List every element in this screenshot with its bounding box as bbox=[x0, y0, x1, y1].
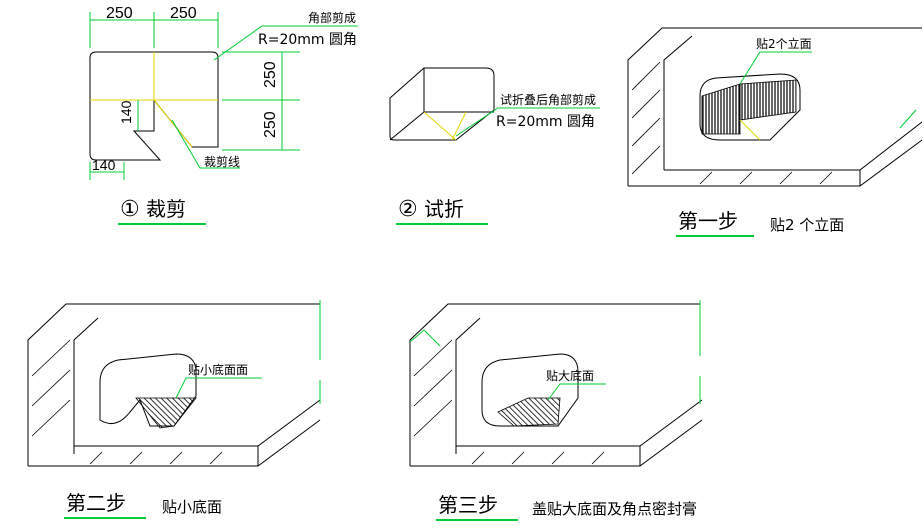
diagram-test-fold: 试折叠后角部剪成 R=20mm 圆角 ② 试折 bbox=[389, 67, 600, 225]
diagram-step-3: 贴大底面 第三步 盖贴大底面及角点密封膏 bbox=[409, 300, 703, 521]
dim-right-upper: 250 bbox=[262, 61, 279, 88]
desc-step-2: 贴小底面 bbox=[162, 498, 222, 516]
dim-top-left: 250 bbox=[106, 5, 133, 22]
note-corner-line1: 角部剪成 bbox=[308, 10, 356, 25]
folded-box bbox=[389, 67, 495, 141]
title-step-2: 第二步 bbox=[66, 491, 126, 515]
step-number-1: ① bbox=[120, 197, 140, 222]
dim-right-lower: 250 bbox=[262, 111, 279, 138]
diagram-step-1: 贴2个立面 第一步 贴2 个立面 bbox=[627, 27, 923, 237]
title-step-1: 第一步 bbox=[678, 209, 738, 233]
diagram-step-2: 贴小底面面 第二步 贴小底面 bbox=[27, 300, 321, 519]
step-number-2: ② bbox=[398, 197, 418, 222]
dim-inner: 140 bbox=[118, 100, 134, 124]
title-step-3: 第三步 bbox=[438, 493, 498, 517]
diagram-cutting: 250 250 250 250 140 140 角部剪成 R=20mm 圆角 裁… bbox=[89, 5, 358, 225]
caption-cutting: 裁剪 bbox=[146, 197, 186, 221]
note-step-3: 贴大底面 bbox=[546, 368, 594, 383]
note-step-1: 贴2个立面 bbox=[756, 36, 812, 51]
note-step-2: 贴小底面面 bbox=[188, 362, 248, 377]
dim-top-right: 250 bbox=[170, 5, 197, 22]
dim-bottom: 140 bbox=[92, 157, 116, 173]
note-fold-line1: 试折叠后角部剪成 bbox=[500, 92, 596, 107]
note-corner-line2: R=20mm 圆角 bbox=[258, 32, 357, 48]
note-cut-line: 裁剪线 bbox=[204, 154, 240, 169]
caption-test-fold: 试折 bbox=[424, 197, 464, 221]
desc-step-3: 盖贴大底面及角点密封膏 bbox=[532, 500, 697, 518]
sheet-outline bbox=[89, 51, 219, 161]
desc-step-1: 贴2 个立面 bbox=[770, 216, 844, 234]
note-fold-line2: R=20mm 圆角 bbox=[496, 114, 595, 130]
